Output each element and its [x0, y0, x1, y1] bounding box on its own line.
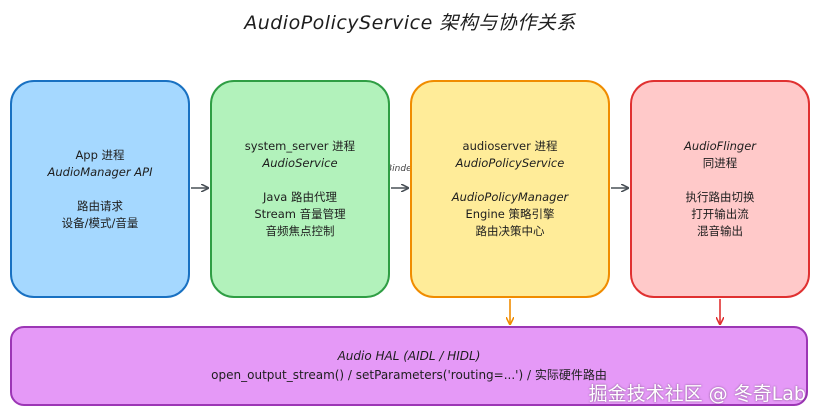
- app-process-box: App 进程 AudioManager API 路由请求 设备/模式/音量: [10, 80, 190, 298]
- box-line: 路由决策中心: [475, 224, 545, 238]
- audio-hal-box: Audio HAL (AIDL / HIDL) open_output_stre…: [10, 326, 808, 406]
- box-line: AudioService: [262, 156, 338, 170]
- box-line: App 进程: [75, 147, 125, 162]
- box-line: 音频焦点控制: [265, 224, 335, 238]
- box-line: 执行路由切换: [685, 190, 755, 204]
- system-server-box: system_server 进程 AudioService Java 路由代理 …: [210, 80, 390, 298]
- watermark: 掘金技术社区 @ 冬奇Lab: [588, 383, 806, 405]
- box-line: Stream 音量管理: [254, 207, 346, 221]
- box-line: Engine 策略引擎: [465, 207, 555, 221]
- box-line: AudioFlinger: [683, 139, 757, 153]
- box-line: Audio HAL (AIDL / HIDL): [337, 349, 481, 363]
- box-line: 路由请求: [77, 198, 123, 213]
- box-line: 混音输出: [697, 224, 743, 238]
- box-line: AudioPolicyService: [455, 156, 565, 170]
- audioserver-box: audioserver 进程 AudioPolicyService AudioP…: [410, 80, 610, 298]
- binder-ipc-label: Binder IPC: [386, 164, 433, 174]
- box-line: 设备/模式/音量: [61, 215, 139, 230]
- box-line: system_server 进程: [244, 139, 356, 153]
- box-line: open_output_stream() / setParameters('ro…: [211, 368, 607, 382]
- box-line: AudioManager API: [47, 164, 153, 179]
- box-line: Java 路由代理: [263, 190, 337, 204]
- box-line: audioserver 进程: [462, 139, 558, 153]
- box-line: 打开输出流: [691, 207, 749, 221]
- box-line: 同进程: [702, 156, 738, 170]
- diagram-title: AudioPolicyService 架构与协作关系: [244, 12, 576, 34]
- audioflinger-box: AudioFlinger 同进程 执行路由切换 打开输出流 混音输出: [630, 80, 810, 298]
- box-line: AudioPolicyManager: [451, 190, 569, 204]
